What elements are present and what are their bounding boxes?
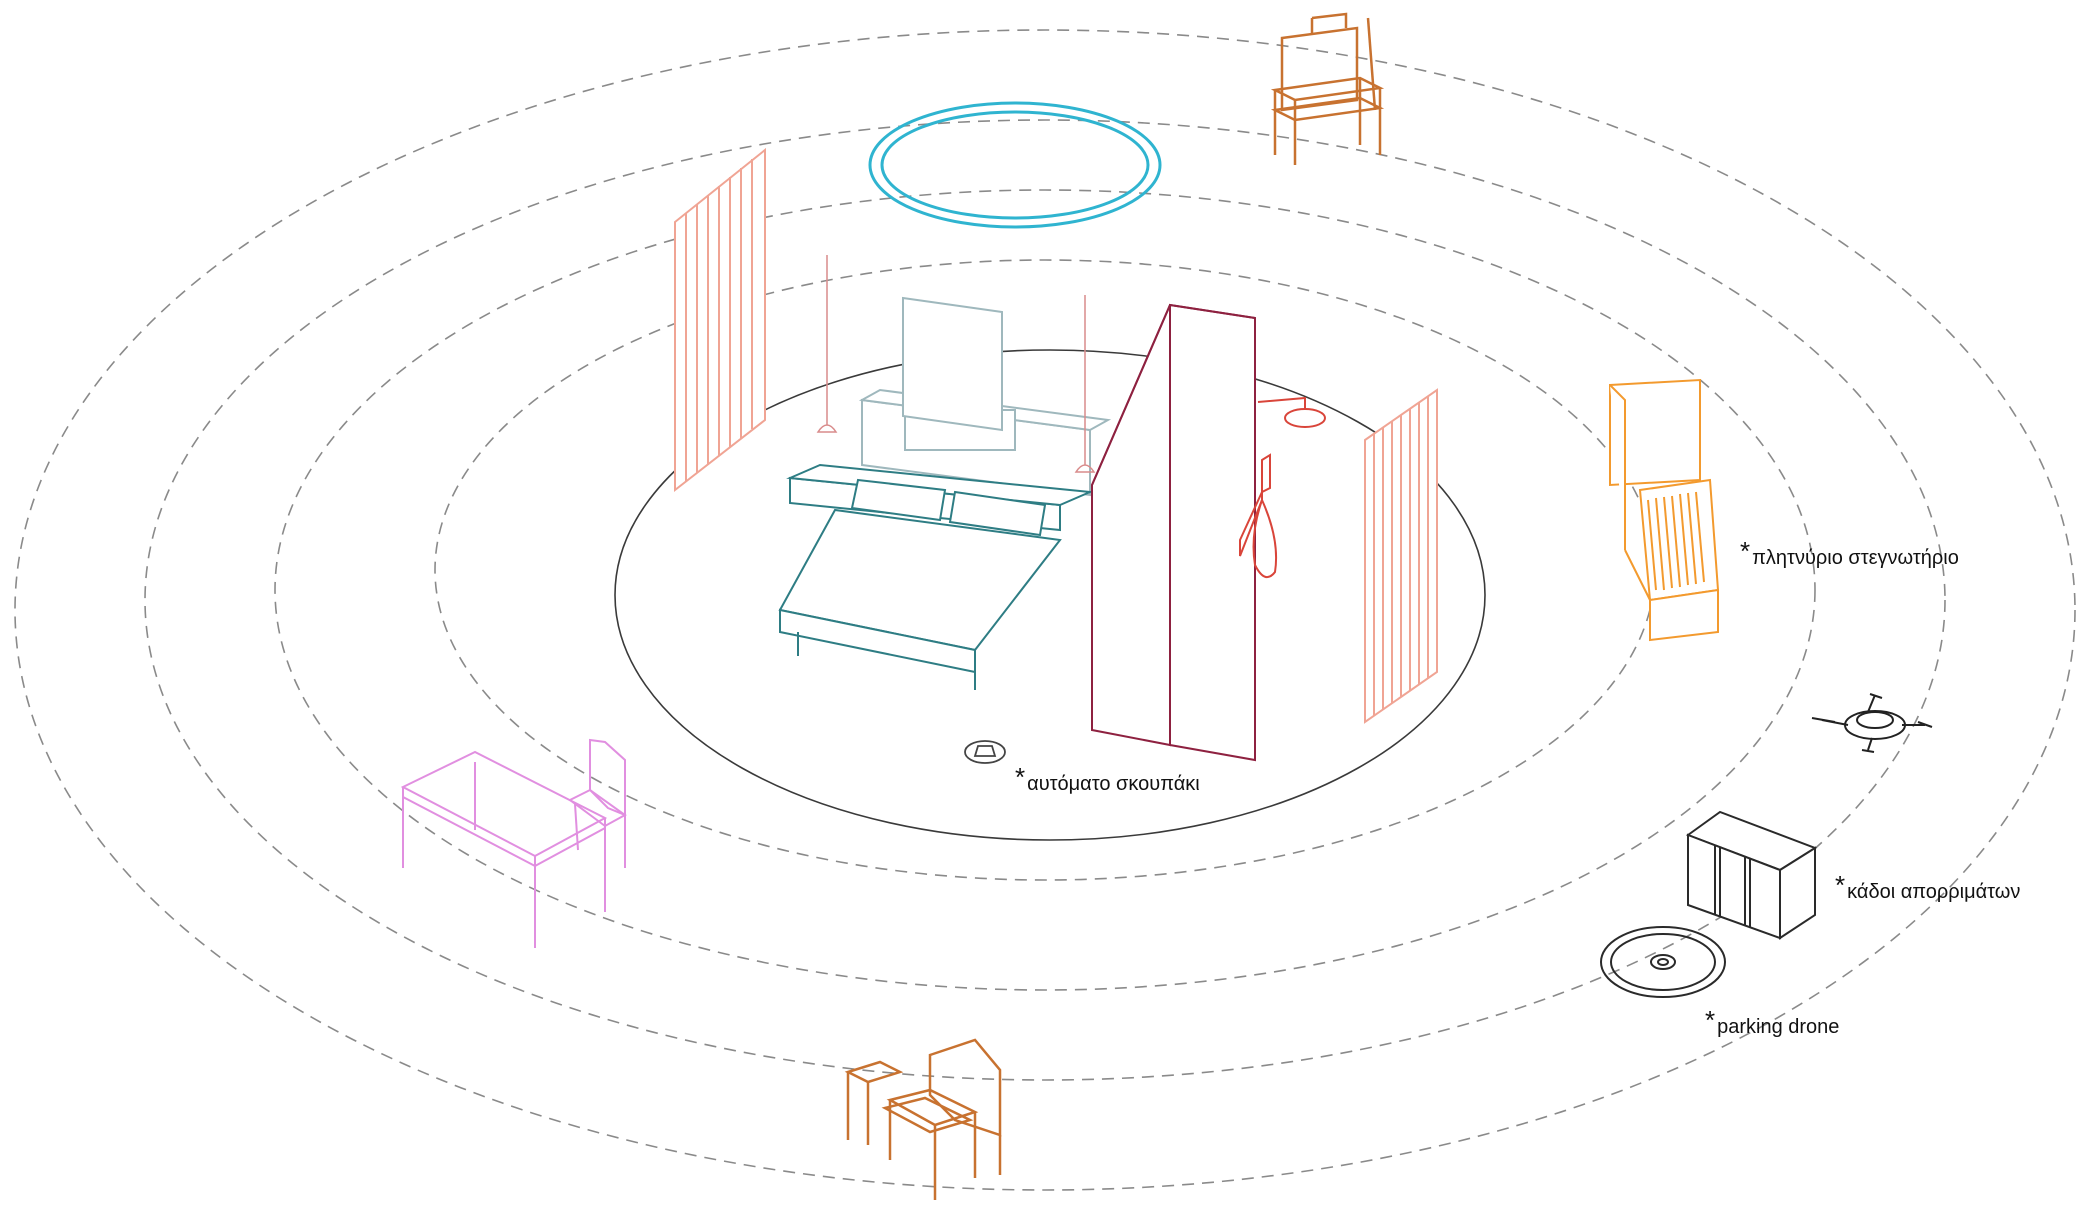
label-washer-dryer: *πλητνύριο στεγνωτήριο (1740, 536, 1959, 570)
desk (400, 750, 608, 948)
robot-vacuum-icon (964, 740, 1006, 764)
curtain-left (674, 147, 766, 493)
washer-dryer (1609, 378, 1720, 642)
armchair-bottom (844, 1038, 1002, 1200)
vacuum-text: αυτόματο σκουπάκι (1027, 773, 1200, 795)
ceiling-light-ring (868, 101, 1162, 229)
armchair-top (1270, 12, 1385, 165)
orbit-ring-3 (144, 119, 1946, 1081)
tv-screen (902, 296, 1003, 432)
drone-parking-pad-icon (1600, 926, 1726, 998)
washer-dryer-text: πλητνύριο στεγνωτήριο (1752, 547, 1959, 569)
pendant-lamp-right (1074, 295, 1096, 473)
label-vacuum: *αυτόματο σκουπάκι (1015, 762, 1200, 796)
orbit-ring-2 (274, 189, 1816, 991)
curtain-right (1364, 388, 1438, 724)
bins-text: κάδοι απορριμάτων (1847, 881, 2021, 903)
bed (778, 463, 1094, 690)
room-floor-ring (614, 349, 1486, 841)
desk-chair (568, 738, 627, 868)
pendant-lamp-left (816, 255, 838, 433)
shower-fixture (1239, 396, 1326, 579)
waste-bins-icon (1685, 810, 1818, 940)
asterisk-washer: * (1740, 536, 1751, 566)
orbit-ring-4 (14, 29, 2076, 1191)
asterisk-vacuum: * (1015, 762, 1026, 792)
asterisk-drone: * (1705, 1005, 1716, 1035)
label-bins: *κάδοι απορριμάτων (1835, 870, 2020, 904)
drone-parking-text: parking drone (1717, 1016, 1840, 1038)
label-drone-parking: *parking drone (1705, 1005, 1839, 1039)
asterisk-bins: * (1835, 870, 1846, 900)
partition-wall (1091, 303, 1256, 762)
orbit-rings (14, 29, 2076, 1191)
drone-icon (1811, 693, 1933, 753)
